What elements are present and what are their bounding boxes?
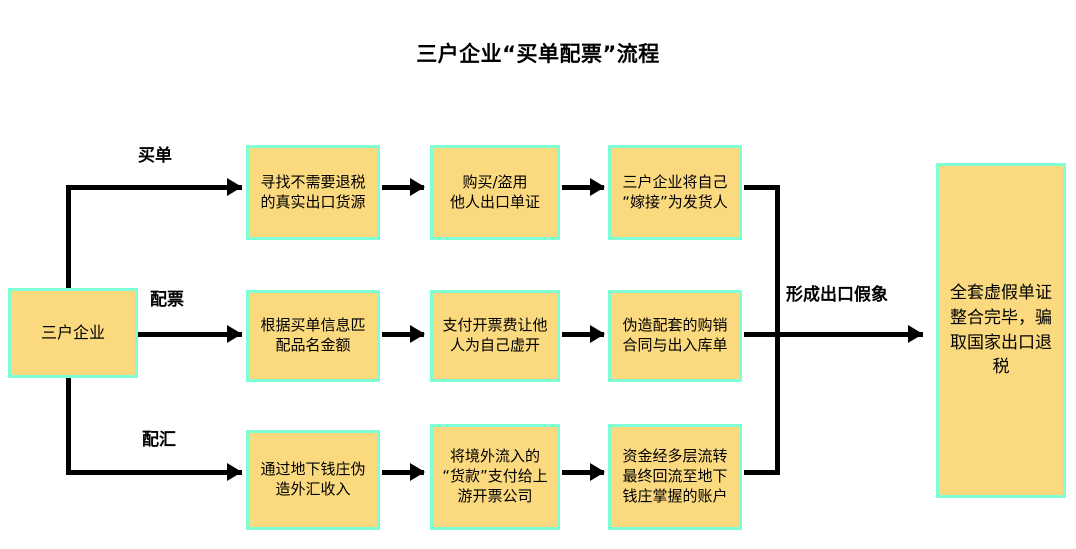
row3-arrowhead-1: [410, 463, 425, 481]
row1-step2-node[interactable]: 购买/盗用 他人出口单证: [430, 145, 560, 240]
branch-label-peihui: 配汇: [142, 430, 176, 450]
row1-connector-2: [562, 185, 604, 190]
row2-step2-node[interactable]: 支付开票费让他 人为自己虚开: [430, 290, 560, 382]
final-arrowhead: [908, 325, 923, 343]
branch-arrowhead-3: [227, 463, 242, 481]
row2-step1-node[interactable]: 根据买单信息匹 配品名金额: [246, 290, 380, 382]
right-trunk-line: [775, 185, 780, 475]
row2-connector-1: [382, 332, 424, 337]
row3-arrowhead-2: [590, 463, 605, 481]
branch-arrowhead-1: [227, 178, 242, 196]
branch-arrowhead-2: [227, 325, 242, 343]
row1-step1-node[interactable]: 寻找不需要退税 的真实出口货源: [246, 145, 380, 240]
branch-line-2: [137, 332, 242, 337]
branch-label-maidan: 买单: [138, 146, 172, 166]
row3-connector-1: [382, 470, 424, 475]
merge-line-row1: [744, 185, 780, 190]
branch-line-3: [66, 470, 242, 475]
row1-connector-1: [382, 185, 424, 190]
row3-connector-2: [562, 470, 604, 475]
row1-step3-node[interactable]: 三户企业将自己 “嫁接”为发货人: [608, 145, 742, 240]
row3-step2-node[interactable]: 将境外流入的 “货款”支付给上 游开票公司: [430, 424, 560, 530]
final-connector-line: [775, 332, 923, 337]
page-title: 三户企业“买单配票”流程: [416, 42, 660, 66]
merge-line-row3: [744, 470, 780, 475]
merge-label-export-illusion: 形成出口假象: [786, 285, 888, 305]
branch-line-1: [66, 185, 242, 190]
row1-arrowhead-1: [410, 178, 425, 196]
row2-step3-node[interactable]: 伪造配套的购销 合同与出入库单: [608, 290, 742, 382]
row3-step3-node[interactable]: 资金经多层流转 最终回流至地下 钱庄掌握的账户: [608, 424, 742, 530]
row2-connector-2: [562, 332, 604, 337]
row2-arrowhead-1: [410, 325, 425, 343]
row1-arrowhead-2: [590, 178, 605, 196]
row2-arrowhead-2: [590, 325, 605, 343]
branch-label-peipiao: 配票: [150, 290, 184, 310]
row3-step1-node[interactable]: 通过地下钱庄伪 造外汇收入: [246, 430, 380, 530]
merge-line-row2: [744, 332, 780, 337]
source-node-three-household-enterprise[interactable]: 三户企业: [8, 288, 138, 378]
final-node-full-fake-documents[interactable]: 全套虚假单证整合完毕，骗取国家出口退税: [936, 163, 1066, 498]
